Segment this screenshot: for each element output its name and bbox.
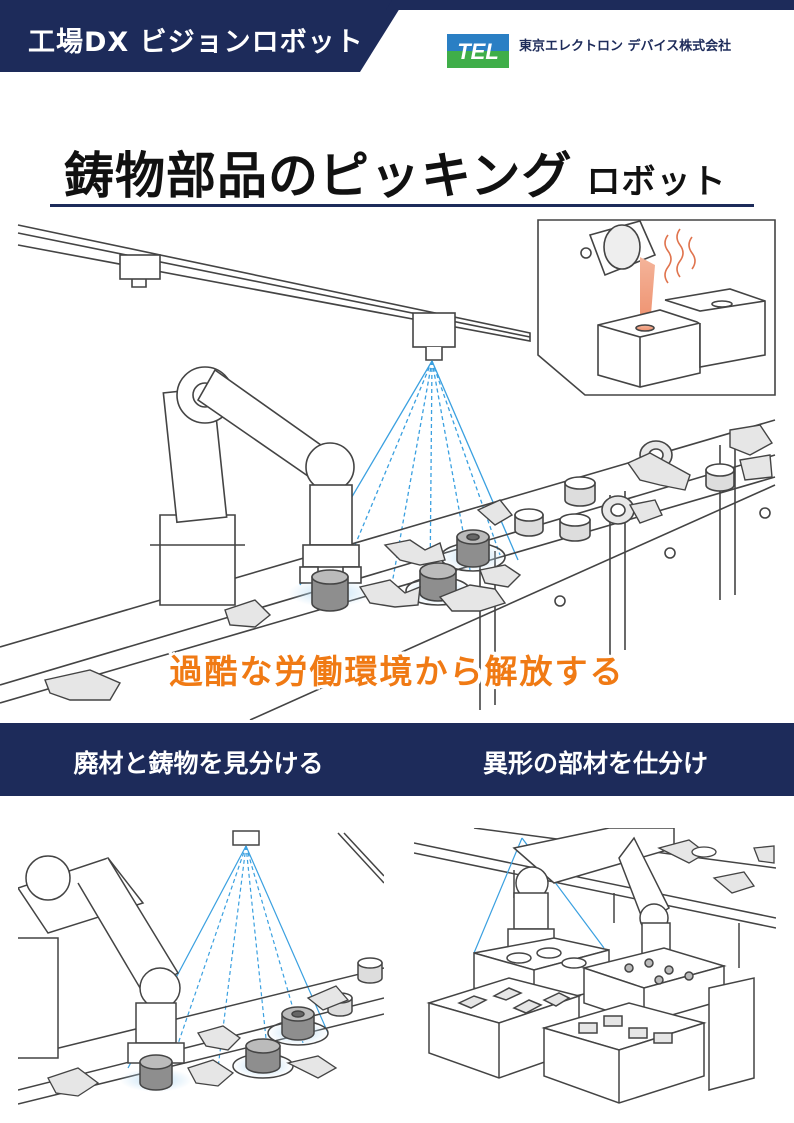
- feature-heading-sort-parts: 異形の部材を仕分け: [482, 749, 708, 778]
- logo-text: TEL: [457, 39, 499, 64]
- features-banner: [0, 723, 794, 796]
- tagline: 過酷な労働環境から解放する: [169, 652, 625, 691]
- illustration-part-sorting: [414, 828, 776, 1104]
- main-illustration: [0, 219, 776, 720]
- main-title: 鋳物部品のピッキングロボット: [64, 136, 727, 208]
- feature-heading-sort-scrap: 廃材と鋳物を見分ける: [73, 749, 324, 778]
- illustration-scrap-sorting: [18, 830, 384, 1105]
- main-title-text: 鋳物部品のピッキング: [64, 147, 573, 205]
- header-banner: [0, 0, 794, 72]
- title-divider: [50, 204, 754, 207]
- header-title: 工場DX ビジョンロボット: [28, 27, 364, 58]
- main-title-suffix: ロボット: [586, 162, 727, 202]
- company-name: 東京エレクトロン デバイス株式会社: [519, 39, 732, 54]
- tel-logo: TEL: [447, 34, 509, 68]
